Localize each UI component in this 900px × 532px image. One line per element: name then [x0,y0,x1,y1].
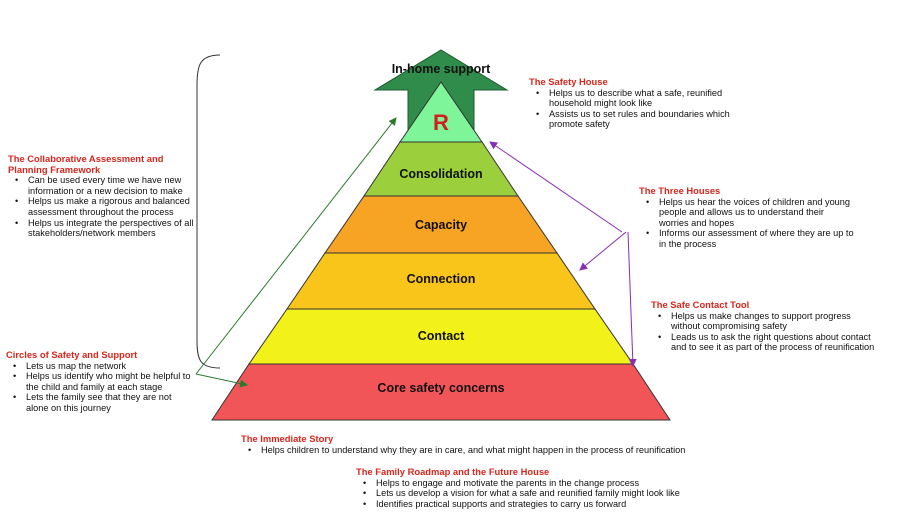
list-item: Informs our assessment of where they are… [646,228,854,249]
note-title: The Safety House [529,76,608,87]
list-item: Identifies practical supports and strate… [363,499,776,510]
note-title: Planning Framework [8,163,101,175]
pyramid-tier-core-safety-concerns [211,363,671,421]
list-item: Lets us develop a vision for what a safe… [363,488,776,499]
note-title: The Family Roadmap and the Future House [356,466,550,477]
tier-label-capacity: Capacity [415,218,467,232]
three-houses-arrow-to-core [627,231,637,367]
list-item: Helps us hear the voices of children and… [646,197,854,229]
list-item: Helps us to describe what a safe, reunif… [536,88,749,109]
note-title: The Collaborative Assessment and [8,153,164,164]
note-circles-of-safety: Circles of Safety and Support Lets us ma… [6,349,196,414]
note-family-roadmap: The Family Roadmap and the Future House … [356,466,776,510]
note-immediate-story: The Immediate Story Helps children to un… [241,433,761,456]
note-safe-contact-tool: The Safe Contact Tool Helps us make chan… [651,299,876,353]
note-title: Circles of Safety and Support [6,349,138,360]
r-label: R [433,110,449,135]
tier-label-consolidation: Consolidation [399,167,482,181]
list-item: Helps children to understand why they ar… [248,445,761,456]
note-title: The Safe Contact Tool [651,299,750,310]
in-home-support-label: In-home support [392,62,491,76]
list-item: Assists us to set rules and boundaries w… [536,109,749,130]
note-title: The Three Houses [639,185,721,196]
note-collaborative-framework: The Collaborative Assessment and Plannin… [8,153,198,239]
list-item: Lets us map the network [13,361,196,372]
note-safety-house: The Safety House Helps us to describe wh… [529,76,749,130]
list-item: Helps us integrate the perspectives of a… [15,218,198,239]
list-item: Can be used every time we have new infor… [15,175,198,196]
stage-bracket [196,54,221,369]
circles-arrow-to-top [195,117,397,375]
three-houses-arrow-to-connection [579,231,627,271]
tier-label-contact: Contact [418,329,465,343]
tier-label-connection: Connection [407,272,476,286]
list-item: Lets the family see that they are not al… [13,392,196,413]
list-item: Helps us make changes to support progres… [658,311,876,332]
three-houses-arrow-to-top [489,141,623,233]
circles-arrow-to-base [195,373,248,388]
list-item: Helps us identify who might be helpful t… [13,371,196,392]
note-title: The Immediate Story [241,433,334,444]
note-three-houses: The Three Houses Helps us hear the voice… [639,185,854,250]
list-item: Leads us to ask the right questions abou… [658,332,876,353]
list-item: Helps to engage and motivate the parents… [363,478,776,489]
tier-label-core-safety-concerns: Core safety concerns [377,381,504,395]
list-item: Helps us make a rigorous and balanced as… [15,196,198,217]
